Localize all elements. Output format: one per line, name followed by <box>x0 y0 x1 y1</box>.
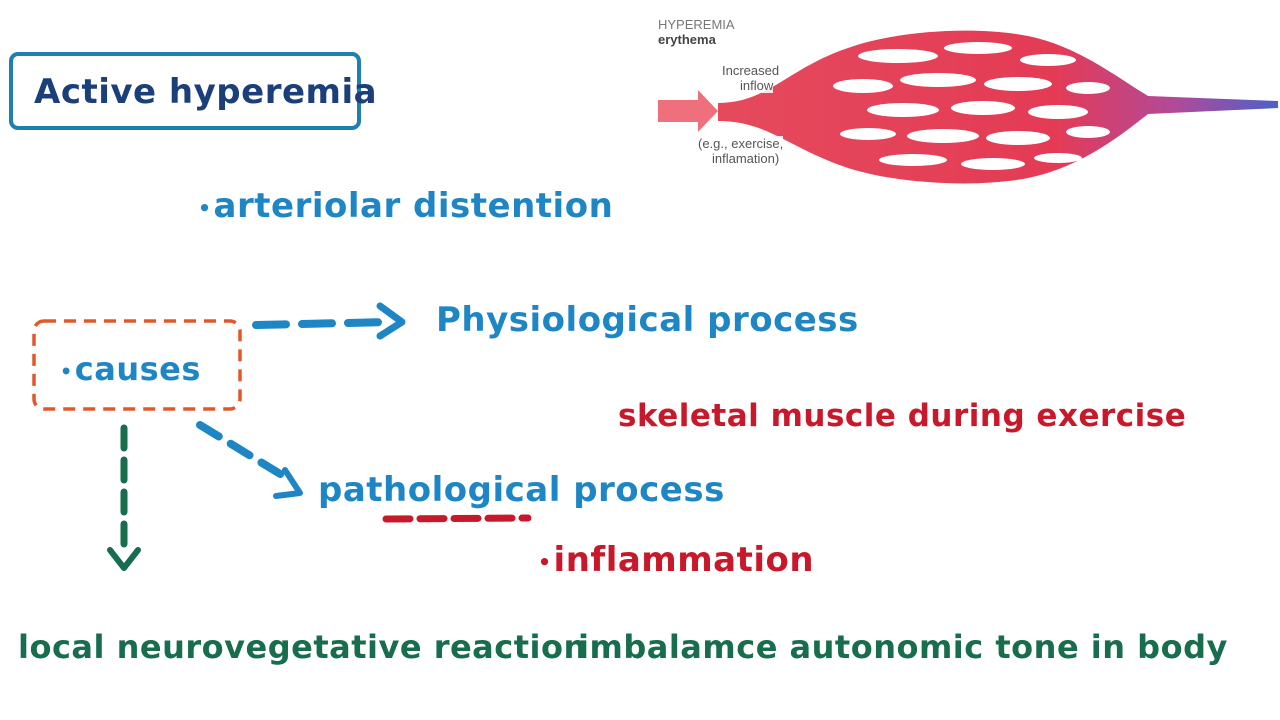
arrow-to-pathological <box>196 421 294 484</box>
figure-example: (e.g., exercise, <box>698 136 784 151</box>
skeletal-muscle-exercise: skeletal muscle during exercise <box>618 398 1187 434</box>
underline-logic <box>382 514 532 523</box>
figure-increased: Increased <box>722 63 780 78</box>
causes-label: •causes <box>60 350 201 388</box>
inflammation: •inflammation <box>538 540 815 580</box>
page-title: Active hyperemia <box>34 72 378 112</box>
arrow-head-pathological <box>273 467 303 499</box>
arrow-head-green <box>107 547 141 571</box>
figure-subheading: erythema <box>658 32 716 47</box>
figure-heading: HYPEREMIA <box>658 17 735 32</box>
hyperemia-figure: HYPEREMIA erythema Increased inflow (e.g… <box>648 8 1280 193</box>
pathological-process: pathological process <box>318 470 725 510</box>
vessel-diagram <box>658 30 1278 184</box>
inflow-arrow <box>658 90 718 132</box>
figure-inflow: inflow <box>740 78 774 93</box>
local-neurovegetative-reaction: local neurovegetative reaction <box>18 628 587 666</box>
causes-box <box>32 319 242 411</box>
title-box <box>9 52 361 130</box>
capillary-gaps <box>833 42 1110 170</box>
physiological-process: Physiological process <box>436 300 859 340</box>
arrow-to-physiological <box>252 318 394 329</box>
arteriolar-distention: •arteriolar distention <box>198 186 614 226</box>
imbalance-autonomic-tone: imbalamce autonomic tone in body <box>578 628 1228 666</box>
figure-example-2: inflamation) <box>712 151 780 166</box>
arrow-head-physiological <box>376 302 406 340</box>
